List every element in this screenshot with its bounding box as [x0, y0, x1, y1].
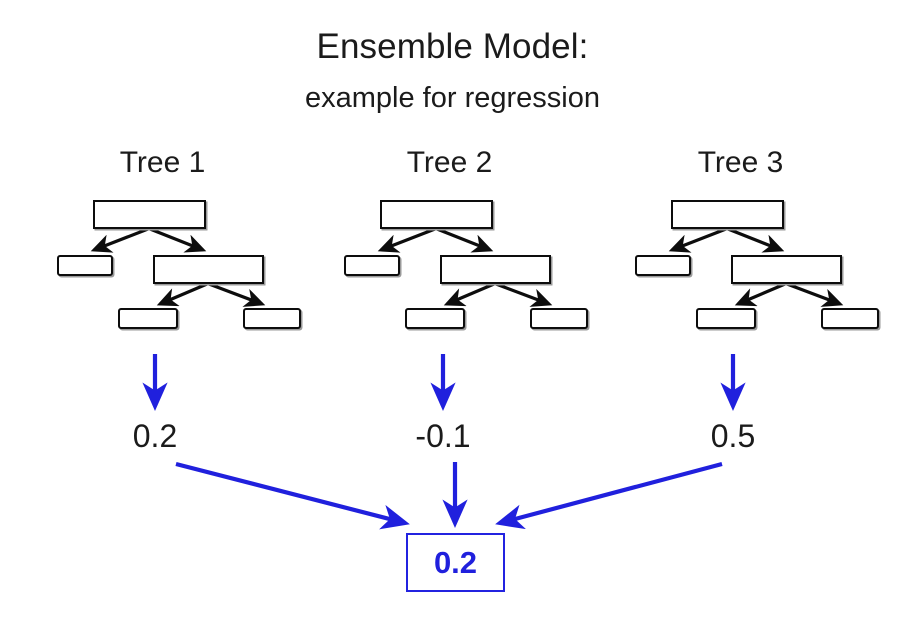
tree-group-3: Tree 3	[618, 145, 905, 345]
tree-3-node-bottom-right-leaf[interactable]	[821, 308, 879, 329]
edge-right-to-bottomright	[786, 282, 844, 307]
tree-2-node-root[interactable]	[380, 200, 493, 229]
edge-right-to-bottomright	[495, 282, 553, 307]
edge-root-to-right	[727, 227, 785, 253]
page-title: Ensemble Model:	[316, 27, 589, 66]
page-subtitle: example for regression	[305, 82, 600, 114]
tree-2-node-right-decision[interactable]	[440, 255, 551, 284]
edge-root-to-right	[436, 227, 494, 253]
edge-right-to-bottomleft	[443, 282, 495, 307]
tree-1-node-bottom-right-leaf[interactable]	[243, 308, 301, 329]
tree-1-prediction-value: 0.2	[132, 418, 178, 454]
tree-2-node-left-leaf[interactable]	[344, 255, 400, 276]
edge-right-to-bottomleft	[156, 282, 208, 307]
tree-label-3: Tree 3	[697, 146, 784, 179]
tree-3-node-root[interactable]	[671, 200, 784, 229]
edge-right-to-bottomleft	[734, 282, 786, 307]
aggregate-arrow-left	[175, 461, 410, 530]
tree-3-node-bottom-left-leaf[interactable]	[696, 308, 756, 329]
edge-root-to-left	[90, 227, 149, 253]
edge-root-to-left	[668, 227, 727, 253]
tree-2-prediction-value: -0.1	[415, 418, 471, 454]
tree-edges-2	[377, 227, 553, 307]
tree-group-1: Tree 1	[40, 145, 340, 345]
ensemble-result-box[interactable]: 0.2	[406, 533, 505, 592]
tree-1-node-right-decision[interactable]	[153, 255, 264, 284]
tree-2-node-bottom-right-leaf[interactable]	[530, 308, 588, 329]
tree-edges-3	[668, 227, 844, 307]
tree-1-node-root[interactable]	[93, 200, 206, 229]
tree-label-1: Tree 1	[119, 146, 206, 179]
tree-3-prediction-value: 0.5	[710, 418, 756, 454]
tree-1-node-bottom-left-leaf[interactable]	[118, 308, 178, 329]
edge-right-to-bottomright	[208, 282, 266, 307]
edge-root-to-right	[149, 227, 207, 253]
aggregate-arrow-right	[495, 461, 723, 530]
tree-2-node-bottom-left-leaf[interactable]	[405, 308, 465, 329]
tree-3-node-right-decision[interactable]	[731, 255, 842, 284]
tree-label-2: Tree 2	[406, 146, 493, 179]
ensemble-result-value: 0.2	[433, 545, 478, 580]
tree-group-2: Tree 2	[327, 145, 627, 345]
tree-3-node-left-leaf[interactable]	[635, 255, 691, 276]
tree-edges-1	[90, 227, 266, 307]
edge-root-to-left	[377, 227, 436, 253]
tree-1-node-left-leaf[interactable]	[57, 255, 113, 276]
